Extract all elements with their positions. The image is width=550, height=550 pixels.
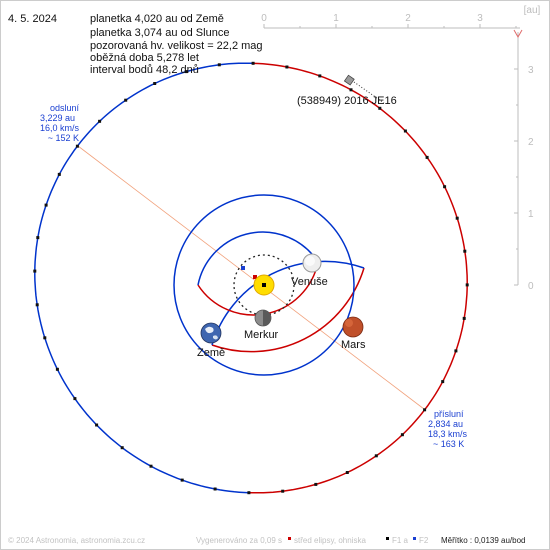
orbit-tick: [318, 74, 322, 78]
focus-f2-marker: [241, 266, 245, 270]
orbit-tick: [455, 216, 459, 220]
orbit-tick: [43, 336, 47, 340]
orbit-tick: [217, 63, 221, 67]
orbit-tick: [149, 464, 153, 468]
orbit-tick: [98, 119, 102, 123]
legend-f1-marker: [386, 537, 389, 540]
orbit-tick: [441, 380, 445, 384]
orbit-tick: [153, 82, 157, 85]
orbit-tick: [35, 303, 39, 307]
orbit-tick: [462, 316, 466, 320]
perihelion-temp: ~ 163 K: [433, 439, 464, 449]
top-tick-1: 1: [333, 13, 339, 24]
aphelion-info: odsluní 3,229 au 16,0 km/s ~ 152 K: [40, 103, 80, 143]
mercury-orbit: [233, 254, 295, 316]
mars: [342, 316, 364, 338]
right-tick-1: 1: [528, 209, 534, 220]
footer-legend-f1: F1 a: [392, 536, 409, 545]
legend-center-marker: [288, 537, 291, 540]
right-tick-0: 0: [528, 281, 534, 292]
right-scale: 3 2 1 0: [514, 32, 534, 292]
orbit-tick: [465, 283, 469, 287]
right-tick-2: 2: [528, 137, 534, 148]
footer: © 2024 Astronomia, astronomia.zcu.cz Vyg…: [8, 536, 526, 545]
footer-scale: Měřítko : 0,0139 au/bod: [441, 536, 526, 545]
earth-orbit: [173, 194, 355, 376]
right-tick-3: 3: [528, 65, 534, 76]
mercury-label: Merkur: [244, 329, 279, 341]
top-scale: 0 1 2 3 [au]: [261, 5, 541, 29]
orbit-tick: [124, 98, 128, 102]
orbit-tick: [44, 203, 48, 207]
orbit-tick: [400, 433, 404, 437]
mercury: [254, 309, 272, 327]
venus-label: Venuše: [291, 276, 328, 288]
orbit-tick: [184, 70, 188, 74]
top-tick-2: 2: [405, 13, 411, 24]
orbit-tick: [314, 482, 318, 486]
orbit-tick: [251, 61, 255, 65]
earth-label: Země: [197, 347, 225, 359]
perihelion-distance: 2,834 au: [428, 419, 463, 429]
venus: [302, 253, 322, 273]
orbit-tick: [180, 478, 184, 482]
orbit-tick: [75, 144, 79, 148]
orbit-tick: [120, 446, 124, 450]
info-distance-sun: planetka 3,074 au od Slunce: [90, 27, 229, 39]
orbit-tick: [213, 487, 217, 491]
orbit-tick: [403, 129, 407, 133]
earth: [200, 322, 222, 344]
top-tick-0: 0: [261, 13, 267, 24]
scale-corner-marker: [513, 29, 523, 39]
orbit-tick: [281, 489, 285, 493]
legend-f2-marker: [413, 537, 416, 540]
orbit-tick: [95, 423, 99, 427]
orbit-tick: [247, 491, 251, 495]
aphelion-title: odsluní: [50, 103, 80, 113]
info-period: oběžná doba 5,278 let: [90, 52, 199, 64]
orbit-tick: [425, 155, 429, 159]
asteroid-label: (538949) 2016 JE16: [297, 95, 397, 107]
orbit-tick: [345, 471, 349, 474]
orbit-tick: [378, 106, 382, 110]
info-distance-earth: planetka 4,020 au od Země: [90, 13, 224, 25]
orbit-tick: [454, 349, 458, 353]
orbit-tick: [463, 249, 467, 253]
orbit-tick: [374, 454, 378, 458]
perihelion-title: přísluní: [434, 409, 464, 419]
sun: [253, 274, 275, 296]
perihelion-info: přísluní 2,834 au 18,3 km/s ~ 163 K: [428, 409, 468, 449]
aphelion-speed: 16,0 km/s: [40, 123, 80, 133]
perihelion-speed: 18,3 km/s: [428, 429, 468, 439]
info-magnitude: pozorovaná hv. velikost = 22,2 mag: [90, 40, 263, 52]
date-label: 4. 5. 2024: [8, 13, 57, 25]
footer-generated: Vygenerováno za 0,09 s: [196, 536, 282, 545]
orbit-tick: [55, 367, 59, 371]
asteroid-orbit: [33, 61, 469, 495]
orbit-tick: [349, 88, 353, 92]
orbit-tick: [33, 269, 37, 273]
info-interval: interval bodů 48,2 dnů: [90, 64, 199, 76]
apsides-line: [77, 145, 425, 410]
orbit-tick: [423, 408, 427, 412]
orbit-tick: [73, 397, 77, 401]
orbit-tick: [57, 172, 61, 176]
orbit-tick: [285, 65, 289, 69]
orbit-tick: [36, 236, 40, 240]
mars-label: Mars: [341, 339, 366, 351]
venus-orbit: [197, 231, 319, 316]
info-block: planetka 4,020 au od Země planetka 3,074…: [90, 13, 263, 76]
scale-unit: [au]: [524, 5, 541, 16]
footer-legend-center: střed elipsy, ohniska: [294, 536, 366, 545]
aphelion-temp: ~ 152 K: [48, 133, 79, 143]
aphelion-distance: 3,229 au: [40, 113, 75, 123]
orbit-tick: [443, 185, 447, 189]
top-tick-3: 3: [477, 13, 483, 24]
ellipse-center-marker: [253, 275, 257, 279]
asteroid: [343, 74, 385, 104]
footer-copyright: © 2024 Astronomia, astronomia.zcu.cz: [8, 536, 145, 545]
footer-legend-f2: F2: [419, 536, 429, 545]
